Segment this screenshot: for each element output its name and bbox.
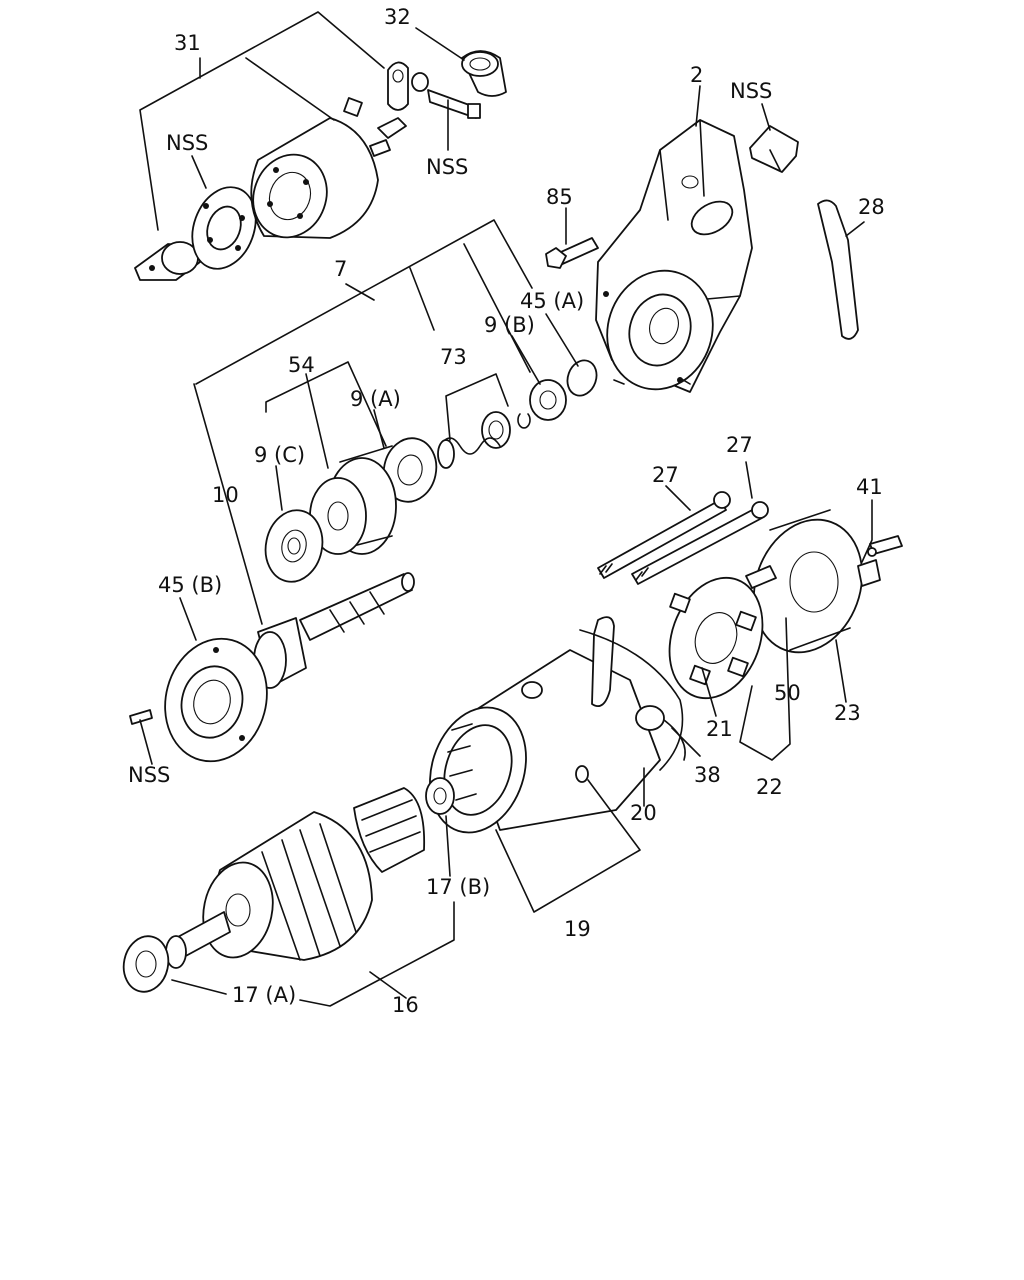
label-7: 7: [334, 257, 347, 281]
label-28: 28: [858, 195, 885, 219]
bolt-85-part: [545, 237, 599, 269]
shift-lever-part: [817, 199, 859, 340]
label-27-a: 27: [652, 463, 679, 487]
bearing-17b-part: [425, 777, 455, 815]
label-nss-45b: NSS: [128, 763, 170, 787]
solenoid-part: [134, 97, 407, 281]
label-17a: 17 (A): [232, 983, 296, 1007]
label-32: 32: [384, 5, 411, 29]
label-45b: 45 (B): [158, 573, 222, 597]
label-73: 73: [440, 345, 467, 369]
label-27-b: 27: [726, 433, 753, 457]
yoke-part: [429, 616, 686, 834]
label-22: 22: [756, 775, 783, 799]
label-21: 21: [706, 717, 733, 741]
brush-holder-part: [668, 565, 777, 700]
callout-labels: 31 32 2 NSS NSS NSS 85 28 7 45 (A) 9 (B)…: [128, 5, 885, 1017]
label-2: 2: [690, 63, 703, 87]
label-38: 38: [694, 763, 721, 787]
label-nss-31: NSS: [166, 131, 208, 155]
label-17b: 17 (B): [426, 875, 490, 899]
label-85: 85: [546, 185, 573, 209]
clutch-assembly-part: [264, 359, 598, 583]
terminal-boot-part: [461, 50, 507, 97]
lead-strap-part: [387, 61, 481, 119]
label-41: 41: [856, 475, 883, 499]
clip-part: [749, 125, 799, 173]
label-31: 31: [174, 31, 201, 55]
leader-lines: [139, 11, 873, 1007]
label-9b: 9 (B): [484, 313, 535, 337]
drive-housing-part: [595, 119, 753, 393]
label-9c: 9 (C): [254, 443, 305, 467]
label-45a: 45 (A): [520, 289, 584, 313]
through-bolts-part: [597, 491, 769, 585]
end-plate-part: [129, 637, 268, 763]
rear-cover-part: [752, 509, 903, 654]
label-nss-bolt: NSS: [426, 155, 468, 179]
label-16: 16: [392, 993, 419, 1017]
label-9a: 9 (A): [350, 387, 401, 411]
armature-part: [122, 787, 426, 993]
label-19: 19: [564, 917, 591, 941]
label-54: 54: [288, 353, 315, 377]
pinion-shaft-part: [253, 572, 415, 689]
label-23: 23: [834, 701, 861, 725]
label-nss-top-right: NSS: [730, 79, 772, 103]
label-10: 10: [212, 483, 239, 507]
label-20: 20: [630, 801, 657, 825]
label-50: 50: [774, 681, 801, 705]
